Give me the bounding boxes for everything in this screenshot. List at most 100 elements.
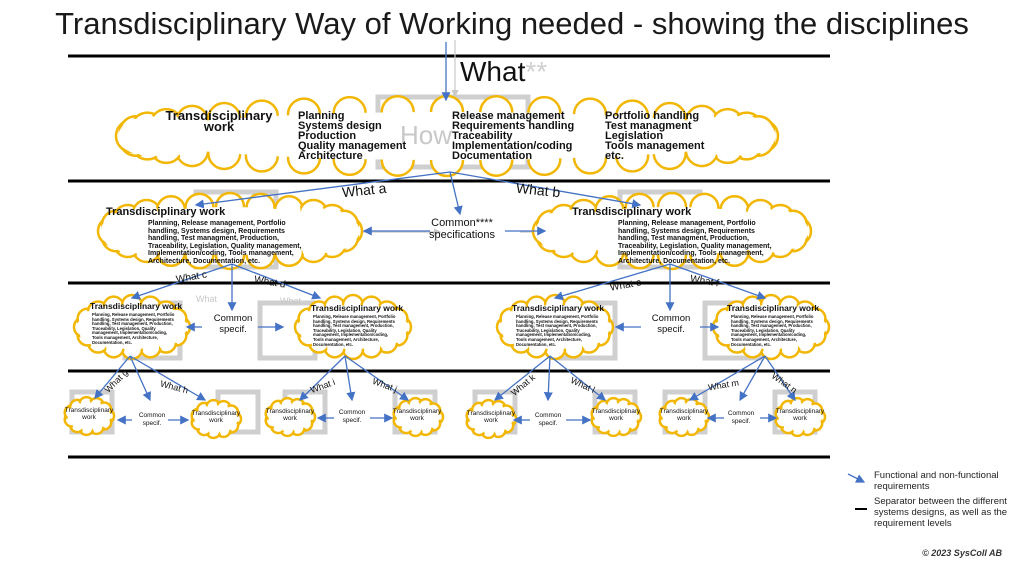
- common-line: specifications: [428, 229, 496, 241]
- cloud-l3-2: [293, 293, 413, 361]
- cloud-title: Transdisciplinary work: [572, 206, 692, 218]
- requirement-arrow: [129, 355, 151, 402]
- cloud-l2-right: [531, 191, 813, 271]
- top-cloud-col3: Portfolio handling Test managment Legisl…: [605, 110, 705, 162]
- discipline-item: Tools management: [605, 140, 705, 152]
- cloud-l3-3: [495, 293, 615, 361]
- requirement-arrow: [549, 355, 607, 401]
- requirement-arrow: [130, 263, 233, 300]
- requirement-arrow: [669, 263, 767, 300]
- work-line: Transdisciplinary: [659, 408, 709, 415]
- common-line: Common: [213, 313, 253, 324]
- legend: [847, 473, 867, 510]
- requirement-arrow: [231, 263, 322, 300]
- cloud-body: Planning, Release management, Portfolio …: [148, 220, 302, 265]
- cloud-body: Planning, Release management, Portfolio …: [618, 220, 772, 265]
- top-what-label: What**: [460, 56, 547, 88]
- discipline-item: Quality management: [298, 140, 407, 152]
- cloud-body: Planning, Release management, Portfolio …: [313, 314, 396, 347]
- discipline-item: Portfolio handling: [605, 110, 700, 122]
- common-specifications-label: Common**** specifications: [426, 217, 498, 241]
- copyright: © 2023 SysColl AB: [922, 548, 1002, 558]
- work-line: work: [410, 415, 424, 422]
- discipline-item: Architecture: [298, 150, 363, 162]
- cloud-l2-right: Transdisciplinary work Planning, Release…: [572, 206, 780, 266]
- requirement-arrow: [344, 355, 356, 402]
- requirement-arrows: [94, 42, 796, 425]
- requirement-arrow: [764, 355, 796, 402]
- top-cloud-col2: Release management Requirements handling…: [452, 110, 575, 162]
- common-line: specif.: [342, 417, 362, 424]
- small-cloud-6: [590, 396, 643, 438]
- common-line: Common: [651, 313, 691, 324]
- cloud-l3-3: Transdisciplinary work Planning, Release…: [512, 303, 604, 347]
- cloud-l2-left: Transdisciplinary work Planning, Release…: [106, 206, 313, 266]
- cloud-title: Transdisciplinary work: [311, 303, 404, 313]
- discipline-item: Documentation: [452, 150, 533, 162]
- top-what-text: What: [460, 56, 526, 87]
- discipline-item: Planning: [298, 110, 345, 122]
- cloud-title: Transdisciplinary work: [106, 206, 226, 218]
- requirement-arrow: [194, 171, 451, 209]
- requirement-arrow: [449, 171, 642, 209]
- work-line: work: [609, 415, 623, 422]
- common-line: Common****: [431, 217, 493, 229]
- requirement-arrow: [543, 355, 553, 402]
- ghost-how-label: How: [400, 120, 453, 150]
- work-line: Transdisciplinary: [265, 408, 315, 415]
- work-line: work: [677, 415, 691, 422]
- work-line: Transdisciplinary: [191, 410, 241, 417]
- common-line: Common: [727, 410, 755, 417]
- requirement-arrow: [344, 355, 410, 401]
- small-cloud-5: [465, 398, 518, 440]
- common-line: Common: [338, 409, 366, 416]
- ghost-what-label: What: [280, 296, 302, 306]
- small-cloud-3: [264, 396, 317, 438]
- cloud-body: Planning, Release management, Portfolio …: [516, 314, 599, 347]
- requirement-arrow: [299, 355, 346, 401]
- common-line: specif.: [142, 420, 162, 427]
- discipline-item: Release management: [452, 110, 565, 122]
- requirement-arrow: [739, 355, 766, 402]
- discipline-item: Requirements handling: [452, 120, 575, 132]
- cloud-l3-4: Transdisciplinary work Planning, Release…: [727, 303, 819, 347]
- cloud-l3-1: [72, 293, 192, 361]
- cloud-title: Transdisciplinary work: [727, 303, 820, 313]
- work-line: work: [793, 415, 807, 422]
- common-line: specif.: [538, 420, 558, 427]
- work-line: Transdisciplinary: [392, 408, 442, 415]
- cloud-body: Planning, Release management, Portfolio …: [92, 312, 175, 345]
- work-line: work: [209, 417, 223, 424]
- requirement-arrow: [493, 355, 551, 401]
- discipline-item: Implementation/coding: [452, 140, 573, 152]
- work-line: Transdisciplinary: [591, 408, 641, 415]
- work-line: work: [82, 414, 96, 421]
- requirement-arrow: [688, 355, 766, 401]
- discipline-item: Legislation: [605, 130, 664, 142]
- cloud-title: Transdisciplinary work: [90, 301, 183, 311]
- discipline-item: Production: [298, 130, 357, 142]
- clouds: [63, 94, 831, 440]
- common-specif-label: Common specif.: [212, 313, 254, 335]
- page-title: Transdisciplinary Way of Working needed …: [55, 6, 969, 41]
- small-cloud-8: [774, 396, 827, 438]
- requirement-arrow: [449, 171, 463, 216]
- small-cloud-2: [190, 398, 243, 440]
- discipline-item: Traceability: [452, 130, 513, 142]
- cloud-l2-left: [96, 191, 364, 271]
- requirement-arrow: [129, 355, 207, 401]
- legend-arrow-icon: [847, 473, 866, 483]
- work-line: work: [484, 417, 498, 424]
- legend-arrow-text: Functional and non-functional requiremen…: [874, 470, 999, 492]
- work-line: Transdisciplinary: [775, 408, 825, 415]
- discipline-item: Systems design: [298, 120, 382, 132]
- requirement-arrow: [94, 355, 131, 399]
- top-what-suffix: **: [525, 56, 548, 87]
